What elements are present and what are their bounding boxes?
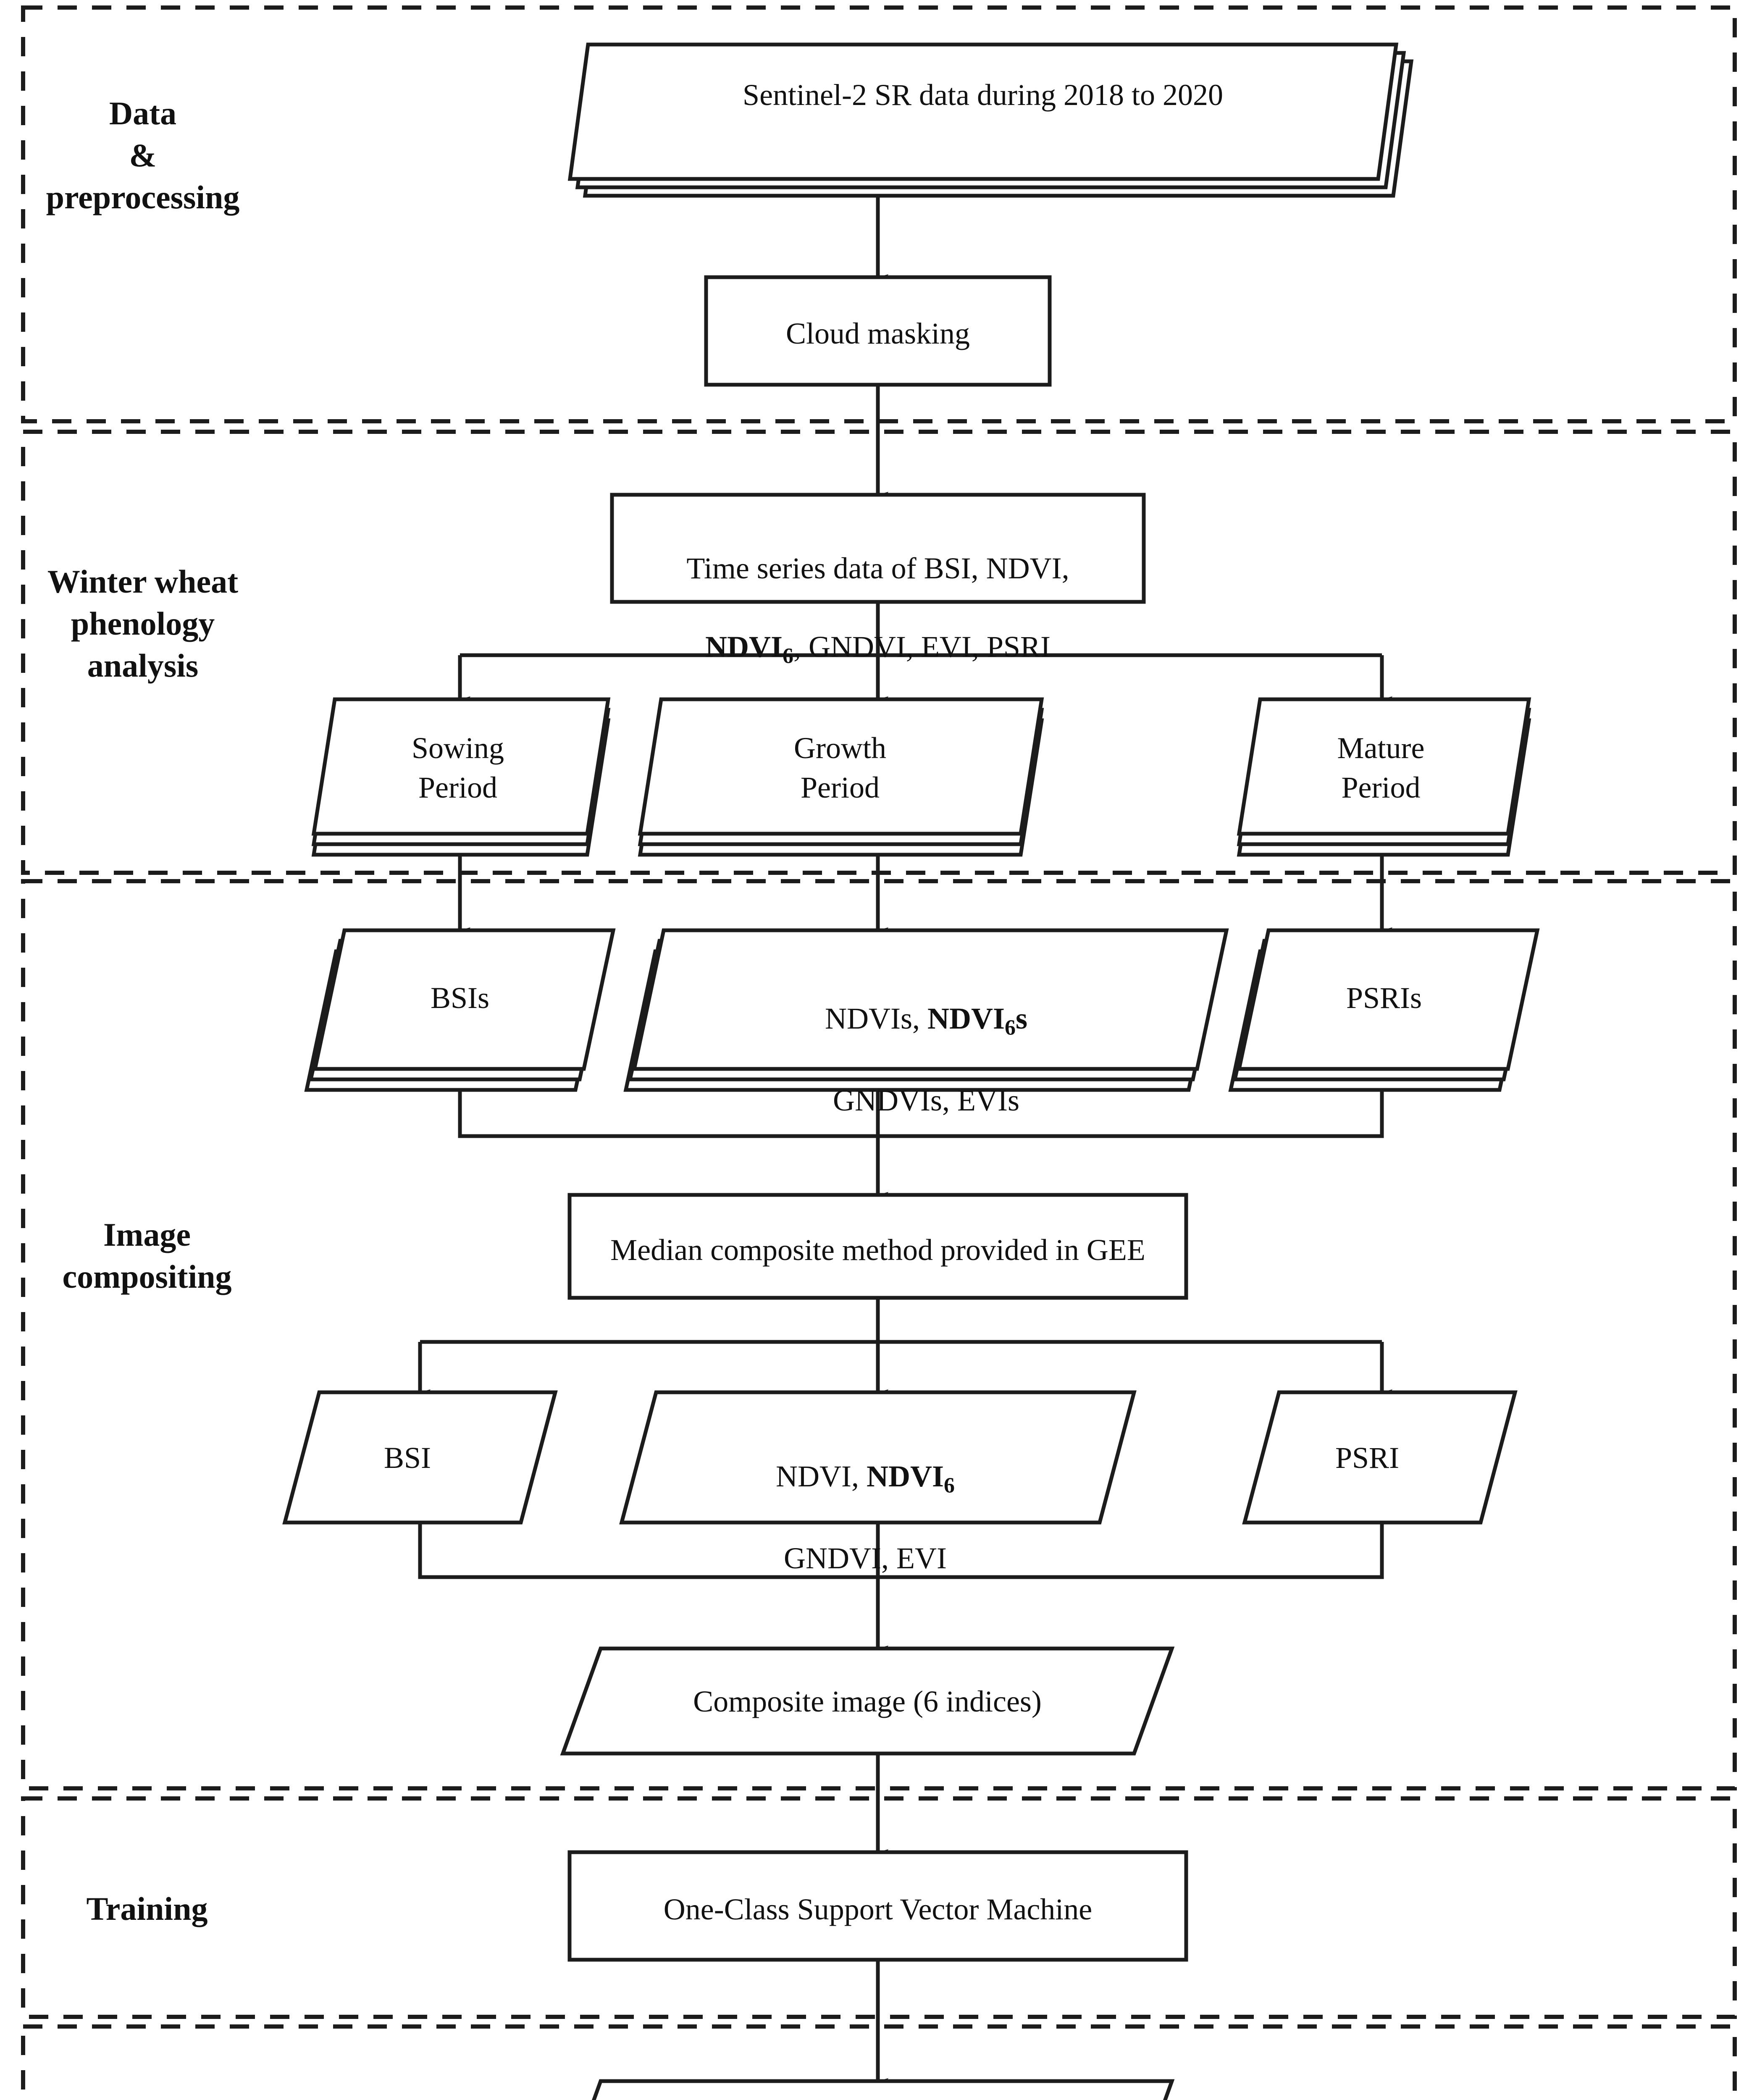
section-label-compositing: Image compositing [62, 1216, 232, 1295]
node-cloud-masking [704, 275, 1052, 387]
edge-bsi-merge [418, 1522, 1384, 1579]
node-psri [1242, 1390, 1518, 1525]
node-psris [1228, 928, 1540, 1092]
edge-bsis-merge [458, 1086, 1384, 1138]
section-label-training: Training [86, 1890, 208, 1927]
node-sowing-period [311, 697, 611, 857]
node-ndvis [623, 928, 1229, 1092]
node-bsi [282, 1390, 558, 1525]
section-label-data-preprocessing: Data & preprocessing [46, 95, 240, 215]
node-median-composite [567, 1193, 1188, 1300]
node-ndvi [619, 1390, 1137, 1525]
node-time-series [610, 493, 1146, 604]
node-composite-image [560, 1646, 1175, 1756]
node-mature-period [1237, 697, 1531, 857]
node-ocsvm [567, 1850, 1188, 1962]
node-growth-period [638, 697, 1044, 857]
section-label-phenology: Winter wheat phenology analysis [47, 563, 239, 684]
node-mapping-result [592, 2079, 1175, 2100]
node-sentinel-data [567, 42, 1414, 198]
node-bsis [304, 928, 616, 1092]
